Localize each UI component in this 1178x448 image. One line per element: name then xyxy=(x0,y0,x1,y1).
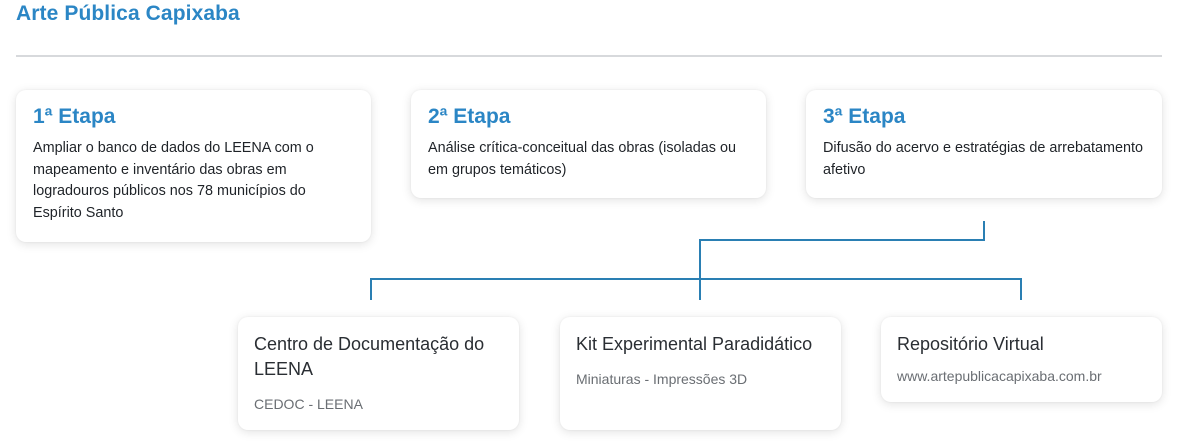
header-divider xyxy=(16,55,1162,57)
stage-description: Difusão do acervo e estratégias de arreb… xyxy=(823,140,1143,178)
stage-card-3: 3ª Etapa Difusão do acervo e estratégias… xyxy=(806,90,1162,198)
stage-description: Análise crítica-conceitual das obras (is… xyxy=(428,140,736,178)
output-subtitle: CEDOC - LEENA xyxy=(254,396,363,412)
connector-bracket xyxy=(370,278,1022,300)
output-card-repository: Repositório Virtual www.artepublicacapix… xyxy=(881,317,1162,402)
stage-title: 1ª Etapa xyxy=(33,105,116,128)
output-title: Kit Experimental Paradidático xyxy=(576,334,813,354)
output-card-kit: Kit Experimental Paradidático Miniaturas… xyxy=(560,317,841,430)
stage-description: Ampliar o banco de dados do LEENA com o … xyxy=(33,140,314,221)
output-subtitle: Miniaturas - Impressões 3D xyxy=(576,371,748,387)
output-title: Repositório Virtual xyxy=(897,334,1044,354)
stage-title: 2ª Etapa xyxy=(428,105,511,128)
stage-card-1: 1ª Etapa Ampliar o banco de dados do LEE… xyxy=(16,90,371,242)
output-card-cedoc: Centro de Documentação do LEENA CEDOC - … xyxy=(238,317,519,430)
page-title: Arte Pública Capixaba xyxy=(16,2,240,25)
connector-from-stage-3 xyxy=(699,221,985,300)
output-title: Centro de Documentação do LEENA xyxy=(254,334,485,379)
stage-title: 3ª Etapa xyxy=(823,105,906,128)
output-subtitle: www.artepublicacapixaba.com.br xyxy=(897,368,1102,384)
stage-card-2: 2ª Etapa Análise crítica-conceitual das … xyxy=(411,90,766,198)
